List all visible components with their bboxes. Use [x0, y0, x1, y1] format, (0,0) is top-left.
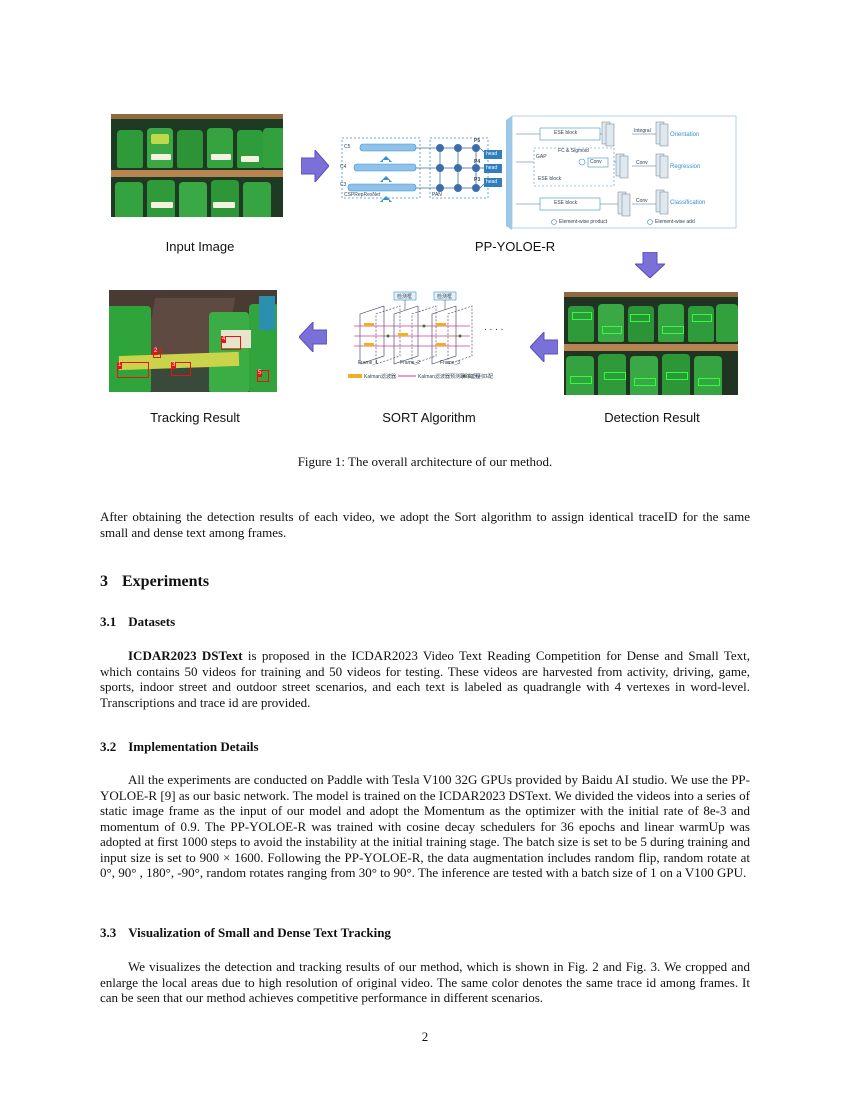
detection-result-caption: Detection Result — [604, 410, 700, 425]
visualization-paragraph: We visualizes the detection and tracking… — [100, 959, 750, 1005]
section-heading-experiments: 3 Experiments — [100, 573, 209, 591]
input-image-caption: Input Image — [165, 239, 235, 254]
section-title: Experiments — [122, 573, 210, 590]
pp-yoloe-r-diagram: C5 C4 C3 CSPRepResNet PAN P5 P4 P3 head … — [340, 114, 740, 232]
dataset-name: ICDAR2023 DSText — [128, 648, 243, 663]
input-image-photo — [111, 114, 283, 217]
detection-result-photo — [564, 292, 738, 395]
arrow-left-icon — [299, 322, 327, 352]
arrow-left-icon — [530, 332, 558, 362]
figure-caption: Figure 1: The overall architecture of ou… — [297, 454, 553, 469]
tracking-result-photo: 1 2 3 4 5 — [109, 290, 277, 392]
sort-algorithm-diagram: 检测框 检测框 Frame_1 Frame_2 Frame_3 . . . . … — [340, 288, 520, 384]
arrow-down-icon — [635, 252, 665, 278]
sort-algorithm-caption: SORT Algorithm — [382, 410, 476, 425]
section-number: 3 — [100, 573, 108, 590]
tracking-result-caption: Tracking Result — [150, 410, 240, 425]
pp-yoloe-r-caption: PP-YOLOE-R — [474, 239, 556, 254]
datasets-paragraph: ICDAR2023 DSText is proposed in the ICDA… — [100, 648, 750, 710]
intro-paragraph: After obtaining the detection results of… — [100, 509, 750, 540]
implementation-paragraph: All the experiments are conducted on Pad… — [100, 772, 750, 880]
arrow-right-icon — [301, 150, 329, 182]
page-number: 2 — [421, 1029, 429, 1044]
